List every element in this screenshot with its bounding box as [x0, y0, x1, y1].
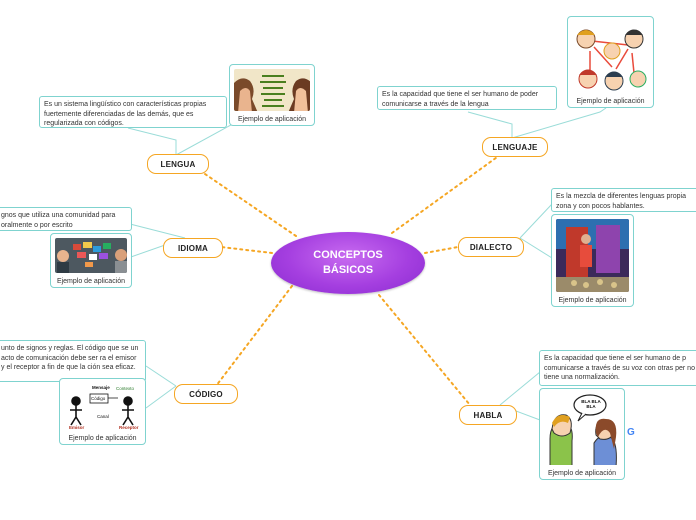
google-icon[interactable]: G — [627, 427, 635, 438]
topic-lengua-label: LENGUA — [160, 159, 196, 169]
link-lengua — [201, 171, 297, 237]
topic-lengua[interactable]: LENGUA — [147, 154, 209, 174]
link-lenguaje — [391, 154, 501, 234]
link-codigo-card — [145, 385, 177, 409]
habla-example-image: BLA BLA BLA — [544, 393, 620, 465]
lenguaje-example-card[interactable]: Ejemplo de aplicación — [567, 16, 654, 108]
link-lenguaje-card — [511, 107, 607, 139]
topic-dialecto-label: DIALECTO — [469, 242, 513, 252]
lengua-example-caption: Ejemplo de aplicación — [237, 116, 307, 123]
topic-idioma[interactable]: IDIOMA — [163, 238, 223, 258]
link-codigo-desc — [145, 365, 177, 387]
habla-description-text: Es la capacidad que tiene el ser humano … — [544, 355, 695, 381]
lengua-example-card[interactable]: Ejemplo de aplicación — [229, 64, 315, 126]
habla-description[interactable]: Es la capacidad que tiene el ser humano … — [539, 350, 696, 386]
habla-example-caption: Ejemplo de aplicación — [547, 470, 617, 477]
link-habla — [378, 294, 471, 406]
topic-codigo[interactable]: CÓDIGO — [174, 384, 238, 404]
codigo-example-card[interactable]: Mensaje Contexto Código Canal Emisor Rec… — [59, 378, 146, 445]
codigo-image-label-emisor: Emisor — [69, 425, 85, 430]
lenguaje-example-image — [572, 21, 649, 93]
lengua-example-image — [234, 69, 310, 111]
topic-lenguaje-label: LENGUAJE — [492, 142, 538, 152]
link-idioma — [220, 246, 273, 254]
link-idioma-desc — [129, 223, 186, 239]
topic-dialecto[interactable]: DIALECTO — [458, 237, 524, 257]
habla-speech-bubble-text: BLA BLA BLA — [581, 399, 601, 409]
codigo-description[interactable]: unto de signos y reglas. El código que s… — [0, 340, 146, 382]
dialecto-description-text: Es la mezcla de diferentes lenguas propi… — [556, 193, 686, 210]
codigo-image-label-contexto: Contexto — [116, 386, 135, 391]
idioma-example-caption: Ejemplo de aplicación — [56, 278, 126, 285]
codigo-image-label-receptor: Receptor — [119, 425, 139, 430]
central-topic[interactable]: CONCEPTOS BÁSICOS — [271, 232, 425, 294]
topic-codigo-label: CÓDIGO — [189, 389, 223, 399]
central-topic-label: CONCEPTOS BÁSICOS — [313, 249, 383, 276]
codigo-example-caption: Ejemplo de aplicación — [68, 435, 137, 442]
idioma-description[interactable]: gnos que utiliza una comunidad para oral… — [0, 207, 132, 231]
topic-habla-label: HABLA — [473, 410, 503, 420]
idioma-example-image — [55, 238, 127, 273]
dialecto-example-image — [556, 219, 629, 292]
lenguaje-description[interactable]: Es la capacidad que tiene el ser humano … — [377, 86, 557, 110]
link-habla-desc — [499, 371, 541, 406]
link-dialecto-desc — [519, 203, 553, 239]
topic-idioma-label: IDIOMA — [177, 243, 209, 253]
codigo-description-text: unto de signos y reglas. El código que s… — [1, 345, 139, 371]
habla-example-card[interactable]: BLA BLA BLA Ejemplo de aplicación — [539, 388, 625, 480]
codigo-example-image: Mensaje Contexto Código Canal Emisor Rec… — [64, 383, 141, 430]
idioma-example-card[interactable]: Ejemplo de aplicación — [50, 233, 132, 288]
codigo-image-label-codigo: Código — [91, 396, 106, 401]
dialecto-example-card[interactable]: Ejemplo de aplicación — [551, 214, 634, 307]
link-codigo — [215, 285, 293, 387]
dialecto-description[interactable]: Es la mezcla de diferentes lenguas propi… — [551, 188, 696, 212]
link-dialecto — [424, 246, 459, 254]
link-dialecto-card — [519, 237, 553, 259]
dialecto-example-caption: Ejemplo de aplicación — [558, 297, 627, 304]
topic-lenguaje[interactable]: LENGUAJE — [482, 137, 548, 157]
link-lenguaje-desc — [467, 111, 513, 138]
lengua-description[interactable]: Es un sistema lingüístico con caracterís… — [39, 96, 227, 128]
topic-habla[interactable]: HABLA — [459, 405, 517, 425]
codigo-image-label-mensaje: Mensaje — [92, 385, 110, 390]
idioma-description-text: gnos que utiliza una comunidad para oral… — [1, 212, 116, 229]
lengua-description-text: Es un sistema lingüístico con caracterís… — [44, 101, 207, 127]
lenguaje-example-caption: Ejemplo de aplicación — [576, 98, 645, 105]
codigo-image-label-canal: Canal — [97, 414, 109, 419]
link-lengua-desc — [127, 127, 177, 155]
lenguaje-description-text: Es la capacidad que tiene el ser humano … — [382, 91, 539, 108]
